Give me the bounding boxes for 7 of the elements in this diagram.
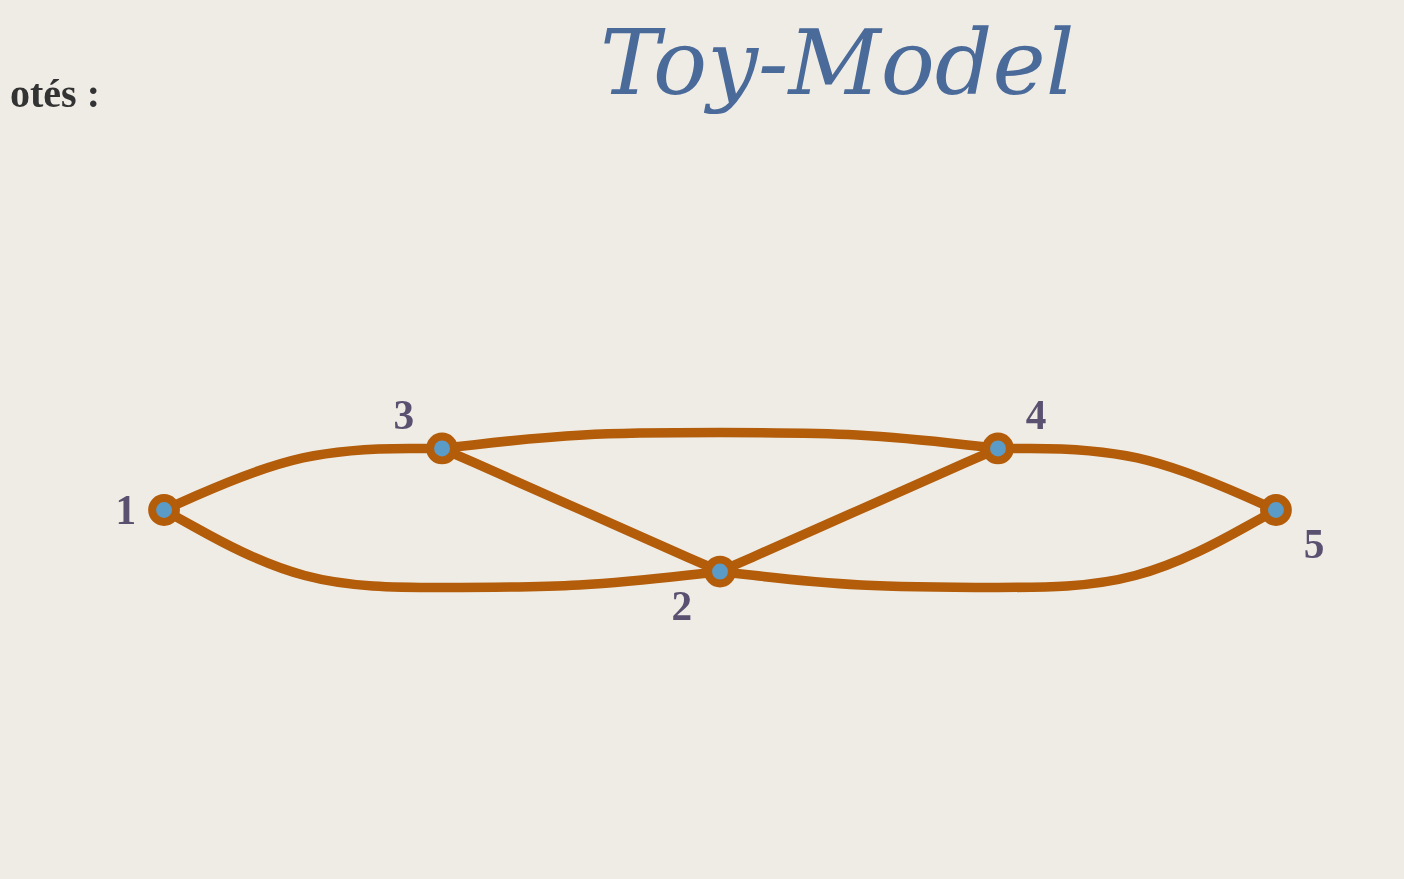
node-number: 3 [393, 391, 415, 438]
node-number: 4 [1025, 391, 1047, 438]
node-number: 2 [671, 583, 693, 629]
node-number: 5 [1303, 521, 1325, 568]
title: Toy-Model [600, 10, 1075, 115]
node-number: 1 [115, 487, 137, 534]
note-text: otés : [10, 70, 100, 117]
